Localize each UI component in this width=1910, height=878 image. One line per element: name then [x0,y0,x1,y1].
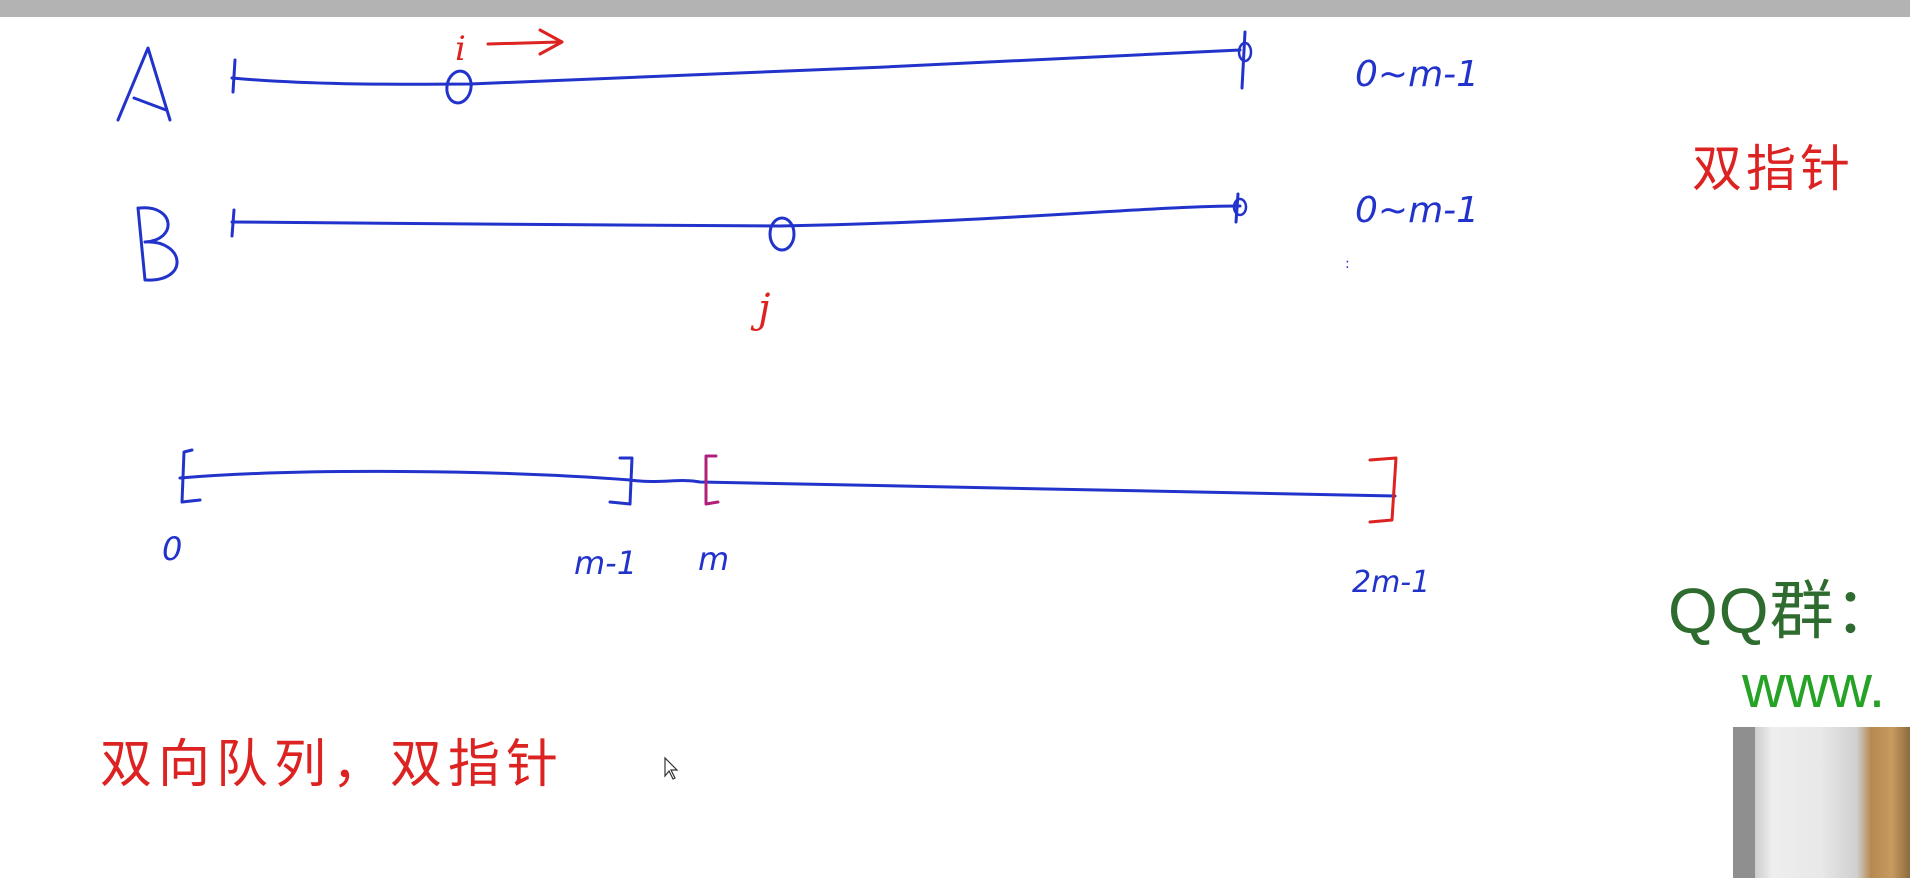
array-b-range: 0~m-1 [1355,190,1479,231]
top-bar [0,0,1910,17]
webcam-shadow [1733,727,1755,878]
pointer-j-marker [768,216,796,252]
merged-array-line [178,469,1397,498]
array-a-start-tick [231,58,237,94]
note-right-side: 双指针 [1692,140,1854,198]
qq-group-label: QQ群： [1668,575,1900,647]
pointer-i-label: i [455,29,466,69]
row-a: i 0~m-1 [116,28,1479,122]
array-a-range: 0~m-1 [1355,54,1479,95]
pointer-j-label: j [750,286,770,332]
pointer-i-marker [445,69,473,105]
webcam-feed [1733,727,1910,878]
note-bottom-left: 双向队列，双指针 [100,735,564,795]
svg-text::: : [1345,256,1350,272]
row-a-letter-glyph [116,46,172,122]
row-b: j 0~m-1 : [136,190,1479,332]
array-a-line [230,48,1242,86]
tick-label-m: m [698,540,729,578]
merged-mid-close-bracket [608,456,634,506]
array-b-line [230,204,1242,228]
row-b-letter-glyph [136,206,179,282]
array-b-start-tick [230,208,236,238]
merged-right-bracket [1368,456,1398,524]
merged-array: 0 m-1 m 2m-1 [162,448,1430,600]
website-label: www. [1742,653,1886,720]
tick-label-0: 0 [162,530,182,568]
pointer-i-arrow [486,28,564,56]
merged-mid-open-bracket [704,454,720,506]
mouse-cursor-icon [664,756,679,780]
tick-label-2m-1: 2m-1 [1352,565,1430,600]
tick-label-m-1: m-1 [574,544,637,582]
merged-left-bracket [180,448,202,504]
